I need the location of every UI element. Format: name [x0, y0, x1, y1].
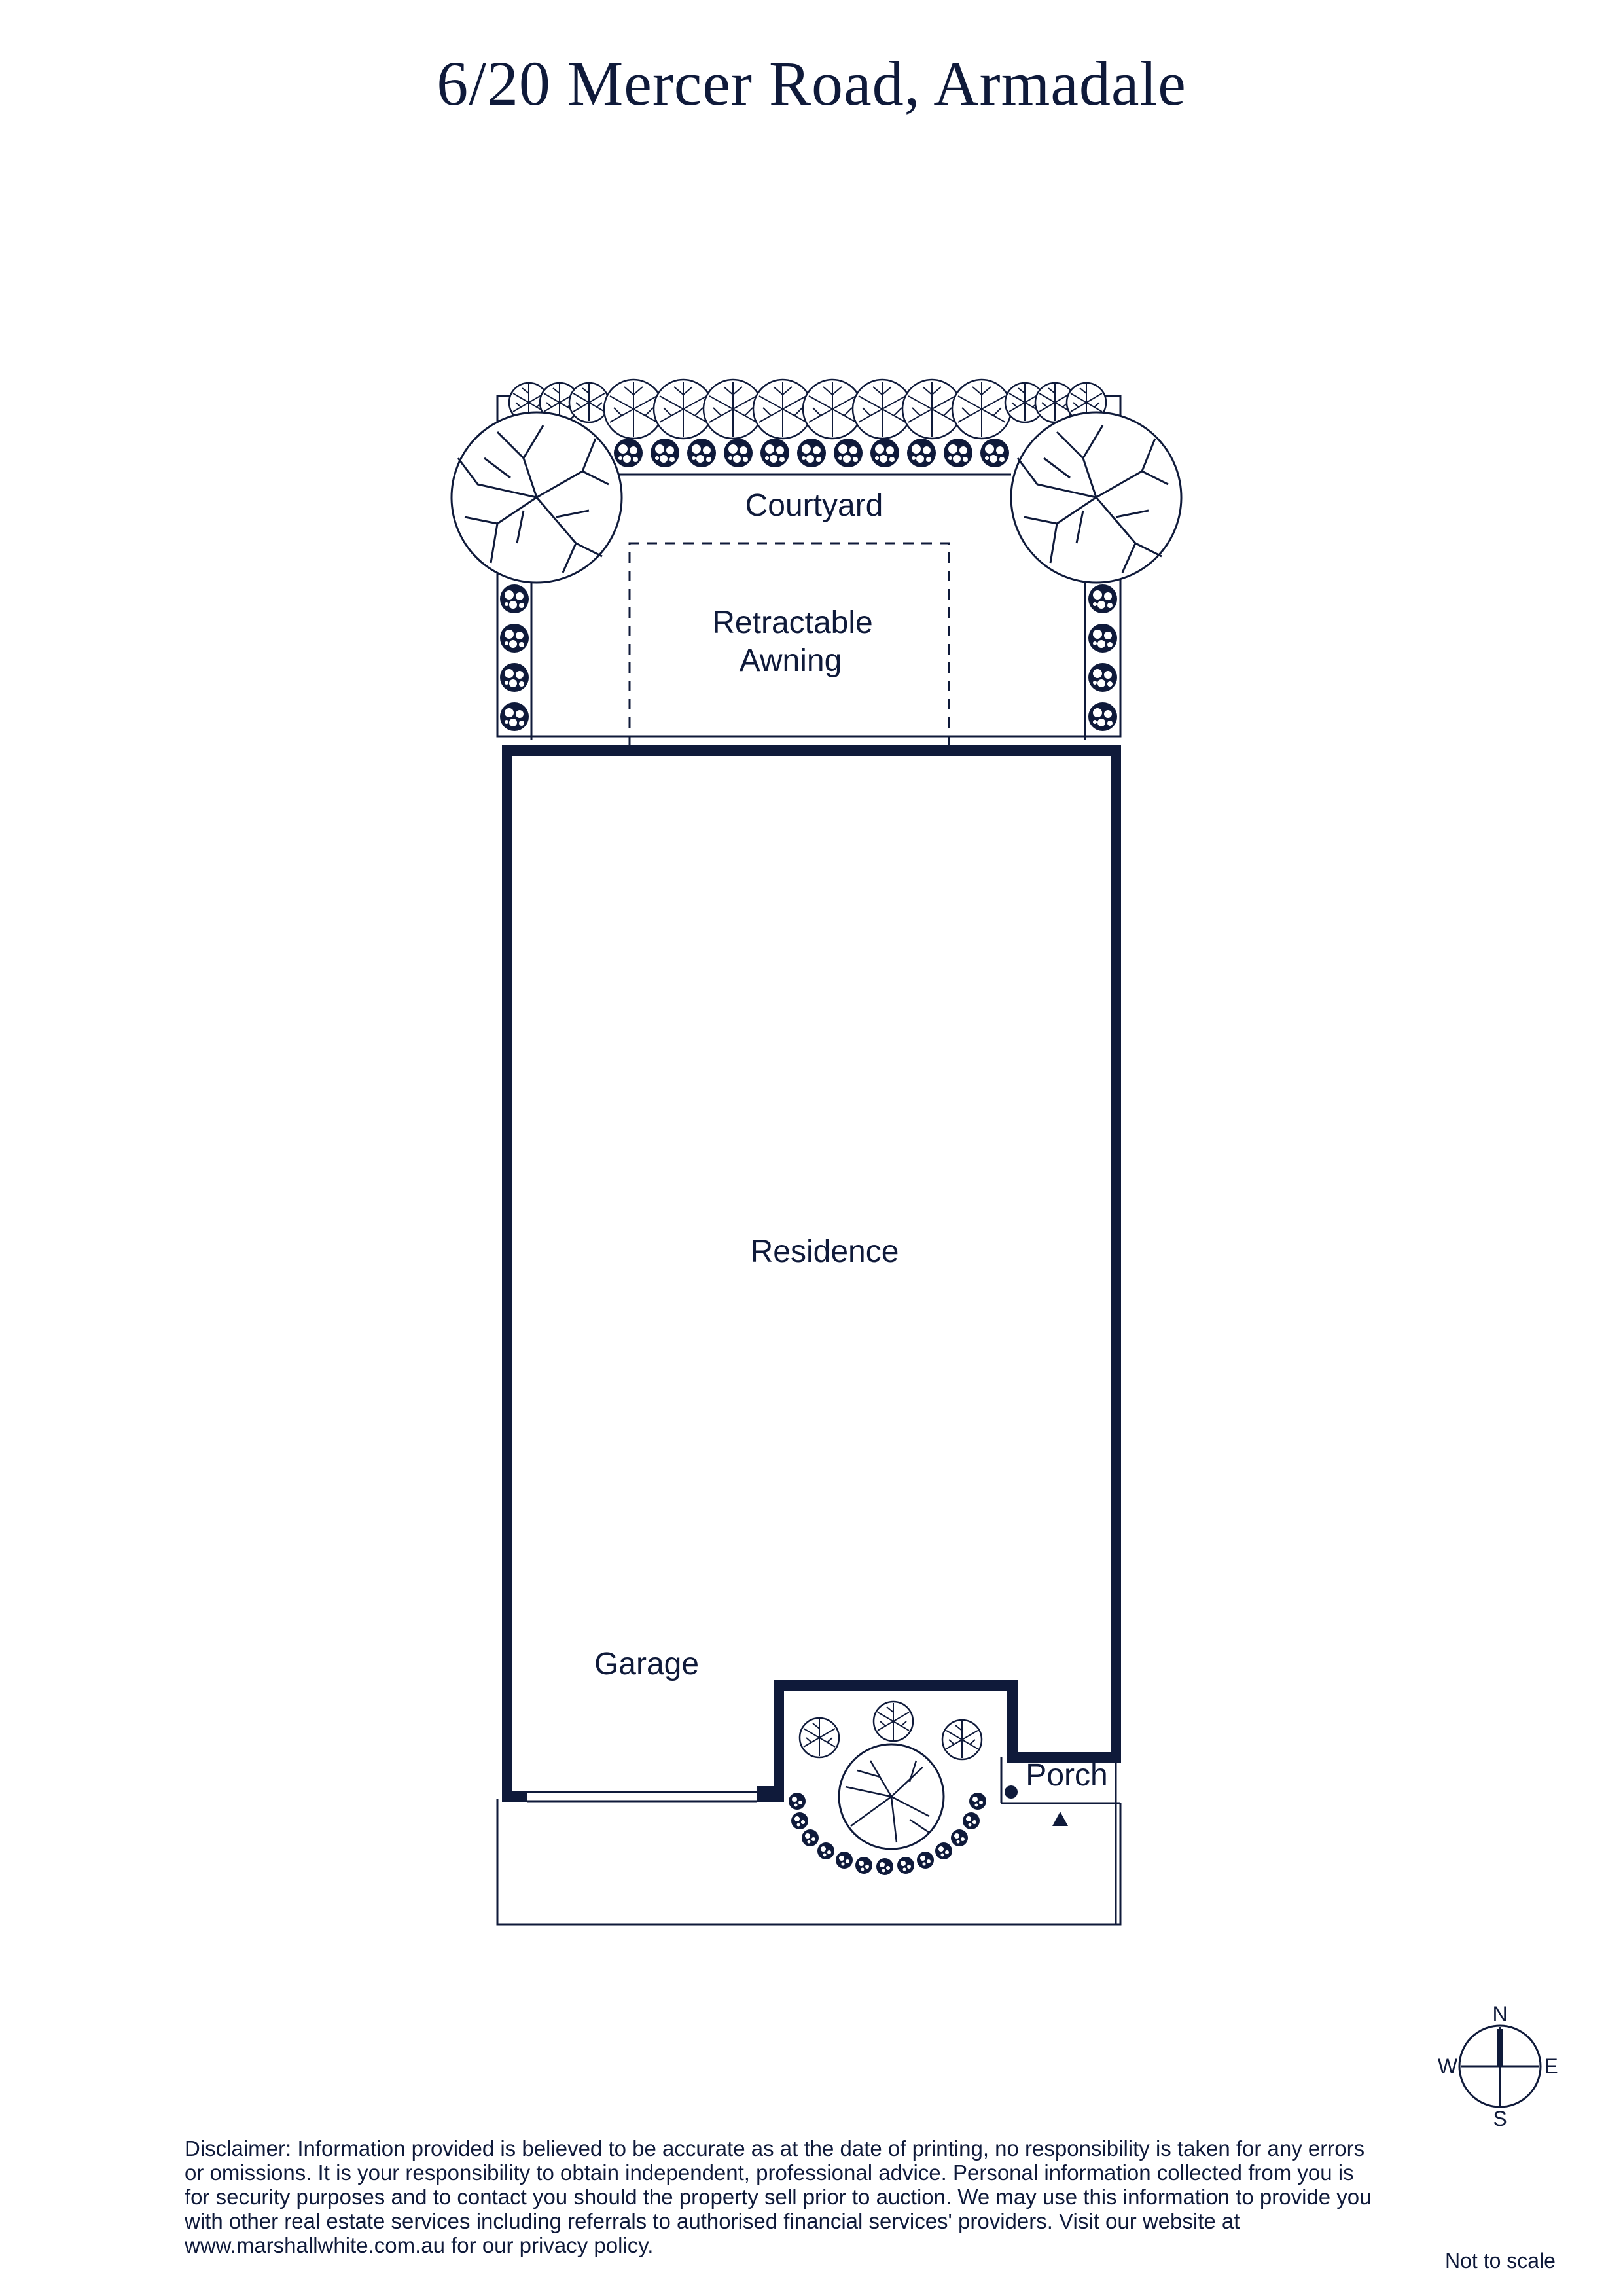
front-garden [789, 1700, 986, 1875]
label-garage: Garage [594, 1647, 699, 1681]
label-courtyard: Courtyard [745, 488, 883, 523]
label-residence: Residence [751, 1234, 899, 1269]
compass-icon: N S W E [1438, 2002, 1558, 2130]
label-porch: Porch [1026, 1758, 1107, 1793]
large-tree-right [1010, 411, 1183, 584]
compass-s: S [1493, 2107, 1507, 2130]
awning-outline [628, 542, 950, 746]
residence-walls [502, 745, 1121, 1802]
compass-w: W [1438, 2054, 1458, 2078]
label-awning-line1: Retractable [712, 605, 872, 640]
scale-note: Not to scale [1445, 2249, 1556, 2272]
page-title: 6/20 Mercer Road, Armadale [437, 48, 1186, 118]
front-yard-boundary [496, 1799, 1122, 1926]
entry-arrow-icon [1052, 1812, 1068, 1826]
disclaimer: Disclaimer: Information provided is beli… [185, 2136, 1372, 2257]
shrub-row-top [614, 439, 1009, 467]
label-awning-line2: Awning [740, 643, 842, 678]
large-tree-left [450, 411, 623, 584]
shrub-column-left [500, 584, 529, 731]
shrub-column-right [1088, 584, 1117, 731]
compass-e: E [1544, 2054, 1558, 2078]
hedge-row-top [508, 378, 1107, 440]
entry-dot [1005, 1785, 1018, 1799]
compass-n: N [1492, 2002, 1507, 2026]
